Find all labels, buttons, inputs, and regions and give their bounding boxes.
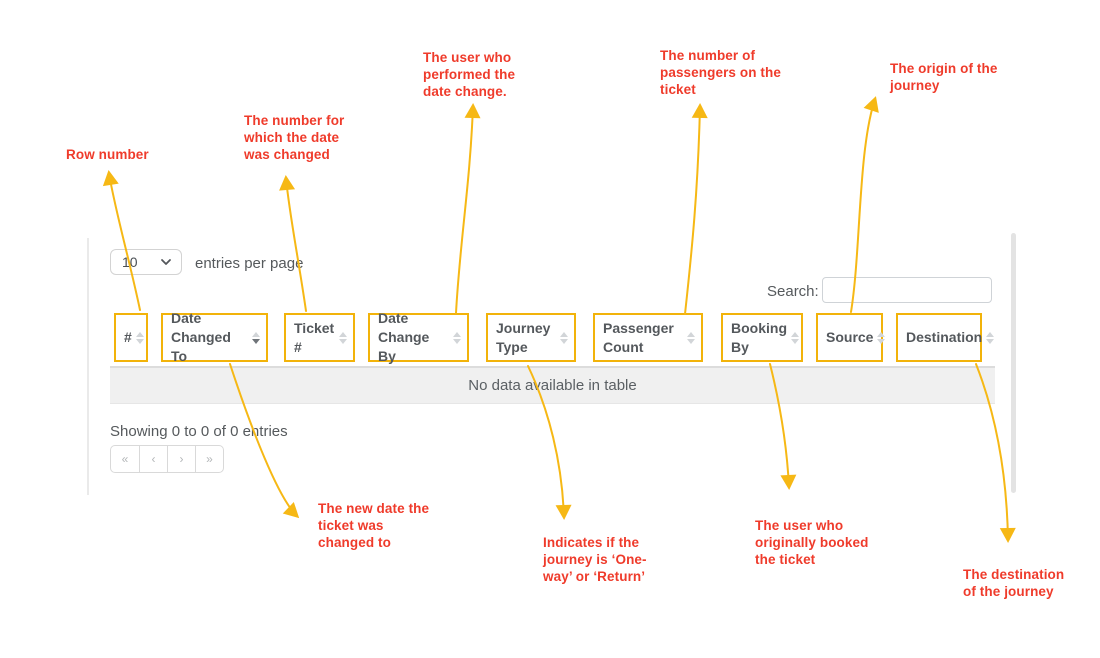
entries-per-page-value: 10	[122, 254, 138, 270]
column-header-source[interactable]: Source	[816, 313, 886, 362]
pagination-last-button[interactable]: »	[195, 446, 223, 472]
sort-icon	[687, 331, 695, 344]
entries-per-page-label: entries per page	[195, 255, 304, 272]
column-header-booking-by[interactable]: Booking By	[721, 313, 803, 362]
column-header-date-changed-to[interactable]: Date Changed To	[161, 310, 268, 364]
sort-icon	[252, 331, 260, 344]
column-header-label: Source	[826, 329, 874, 345]
column-header-label: Destination	[906, 329, 983, 345]
arrow-passenger-count	[684, 103, 708, 315]
annotation-ticket-number: The number for which the date was change…	[244, 113, 345, 162]
column-header-journey-type[interactable]: Journey Type	[486, 313, 576, 362]
sort-icon	[560, 331, 568, 344]
column-header-label: Date Changed To	[171, 310, 231, 364]
sort-icon	[453, 331, 461, 344]
panel-left-border	[87, 238, 89, 495]
arrow-date-change-by	[455, 103, 481, 314]
column-header-label: #	[124, 329, 132, 345]
pagination-first-button[interactable]: «	[111, 446, 139, 472]
annotation-date-changed-to: The new date the ticket was changed to	[318, 501, 430, 550]
empty-table-message: No data available in table	[468, 377, 637, 394]
pagination: « ‹ › »	[110, 445, 224, 473]
annotation-journey-type: Indicates if the journey is ‘One- way’ o…	[543, 535, 647, 584]
annotation-row-number: Row number	[66, 147, 149, 162]
column-header-row-number[interactable]: #	[114, 313, 148, 362]
column-header-passenger-count[interactable]: Passenger Count	[593, 313, 703, 362]
column-header-label: Ticket #	[294, 319, 335, 355]
column-header-label: Passenger Count	[603, 319, 674, 355]
table-info: Showing 0 to 0 of 0 entries	[110, 423, 288, 440]
sort-icon	[791, 331, 799, 344]
entries-per-page-select[interactable]: 10	[110, 249, 182, 275]
chevron-down-icon	[161, 259, 171, 265]
column-header-date-change-by[interactable]: Date Change By	[368, 310, 469, 364]
sort-icon	[986, 331, 995, 344]
vertical-scrollbar[interactable]	[1011, 233, 1016, 493]
pagination-previous-button[interactable]: ‹	[139, 446, 167, 472]
column-header-ticket-number[interactable]: Ticket #	[284, 313, 355, 362]
arrow-row-number	[102, 170, 141, 311]
empty-table-row: No data available in table	[110, 366, 995, 404]
annotation-destination: The destination of the journey	[963, 567, 1065, 599]
search-input[interactable]	[822, 277, 992, 303]
arrow-ticket-number	[279, 175, 307, 312]
column-header-label: Journey Type	[496, 319, 551, 355]
sort-icon	[135, 331, 144, 344]
sort-icon	[877, 331, 886, 344]
column-header-label: Booking By	[731, 319, 787, 355]
column-header-label: Date Change By	[378, 310, 430, 364]
annotation-date-change-by: The user who performed the date change.	[423, 50, 516, 99]
search-label: Search:	[767, 283, 819, 300]
annotation-passenger-count: The number of passengers on the ticket	[660, 48, 781, 97]
sort-icon	[339, 331, 347, 344]
pagination-next-button[interactable]: ›	[167, 446, 195, 472]
column-header-destination[interactable]: Destination	[896, 313, 995, 362]
annotation-booking-by: The user who originally booked the ticke…	[755, 518, 869, 567]
annotation-source: The origin of the journey	[890, 61, 998, 93]
